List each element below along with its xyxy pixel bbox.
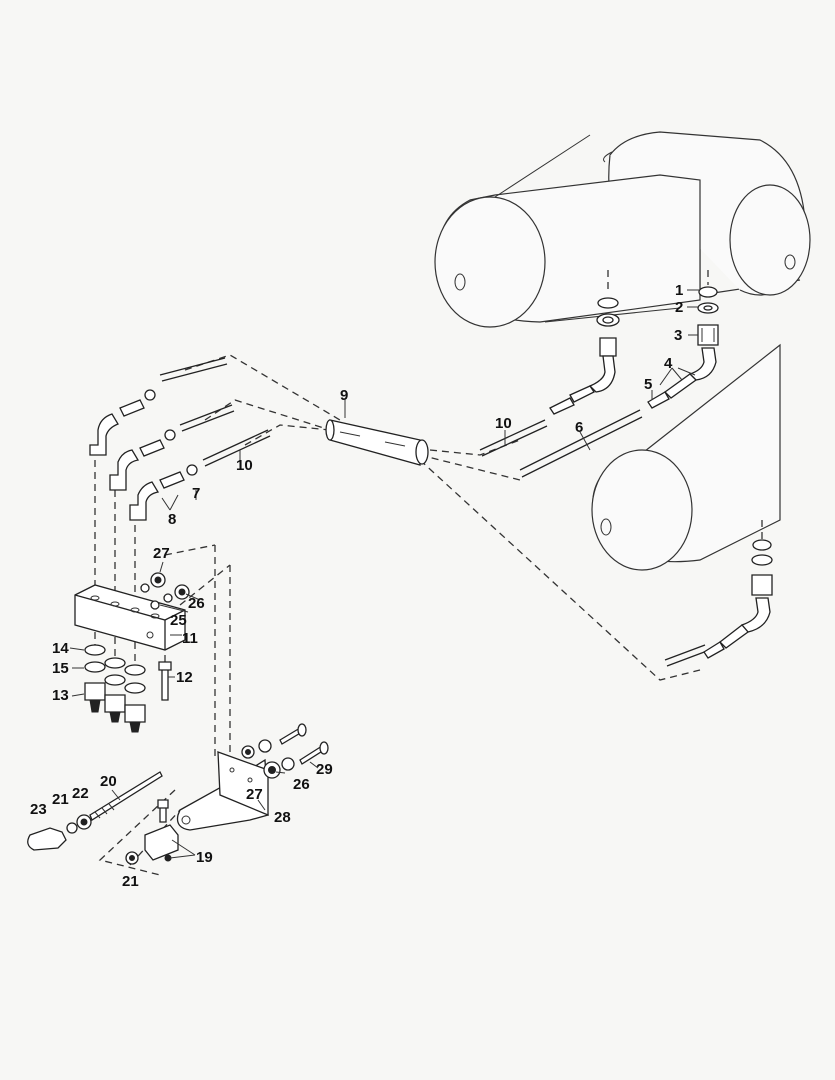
callout-26-upper: 26 (188, 595, 205, 612)
bolt-12 (158, 661, 172, 701)
callout-15: 15 (52, 660, 69, 677)
callout-27-upper: 27 (153, 545, 170, 562)
control-rod-assembly (27, 771, 163, 851)
callout-22: 22 (72, 785, 89, 802)
callout-4: 4 (664, 355, 673, 372)
callout-7: 7 (192, 485, 200, 502)
callout-29: 29 (316, 761, 333, 778)
callout-23: 23 (30, 801, 47, 818)
air-tank-lower (591, 343, 781, 571)
callout-10-left: 10 (236, 457, 253, 474)
callout-26-lower: 26 (293, 776, 310, 793)
callout-5: 5 (644, 376, 652, 393)
dashed-routing-lines (94, 270, 763, 876)
fasteners-bracket (241, 723, 329, 779)
pipes (159, 357, 708, 667)
elbow-fittings-left (89, 389, 198, 521)
manifold-block (74, 584, 186, 651)
clevis-assembly (125, 799, 179, 865)
callout-8: 8 (168, 511, 176, 528)
callout-3: 3 (674, 327, 682, 344)
callout-6: 6 (575, 419, 583, 436)
callout-19: 19 (196, 849, 213, 866)
air-tank-upper (434, 134, 701, 328)
callout-11: 11 (182, 630, 198, 647)
protective-sleeve (325, 419, 429, 466)
fasteners-upper (140, 572, 190, 610)
callout-21-upper: 21 (52, 791, 69, 808)
tank-fittings-rear (647, 286, 719, 409)
callout-13: 13 (52, 687, 69, 704)
callout-2: 2 (675, 299, 683, 316)
manifold-fittings (84, 644, 146, 733)
callout-10-right: 10 (495, 415, 512, 432)
callout-20: 20 (100, 773, 117, 790)
callout-12: 12 (176, 669, 193, 686)
callout-25: 25 (170, 612, 187, 629)
tank-fittings-upper (549, 297, 620, 415)
callout-labels: 1 2 3 4 5 6 7 8 9 10 10 11 12 13 14 15 1… (30, 282, 683, 890)
callout-leader-lines (69, 289, 700, 859)
callout-21-lower: 21 (122, 873, 139, 890)
callout-14: 14 (52, 640, 69, 657)
tank-fittings-lower (703, 539, 773, 659)
callout-27-lower: 27 (246, 786, 263, 803)
callout-28: 28 (274, 809, 291, 826)
callout-1: 1 (675, 282, 683, 299)
callout-9: 9 (340, 387, 348, 404)
mounting-bracket (176, 751, 269, 831)
